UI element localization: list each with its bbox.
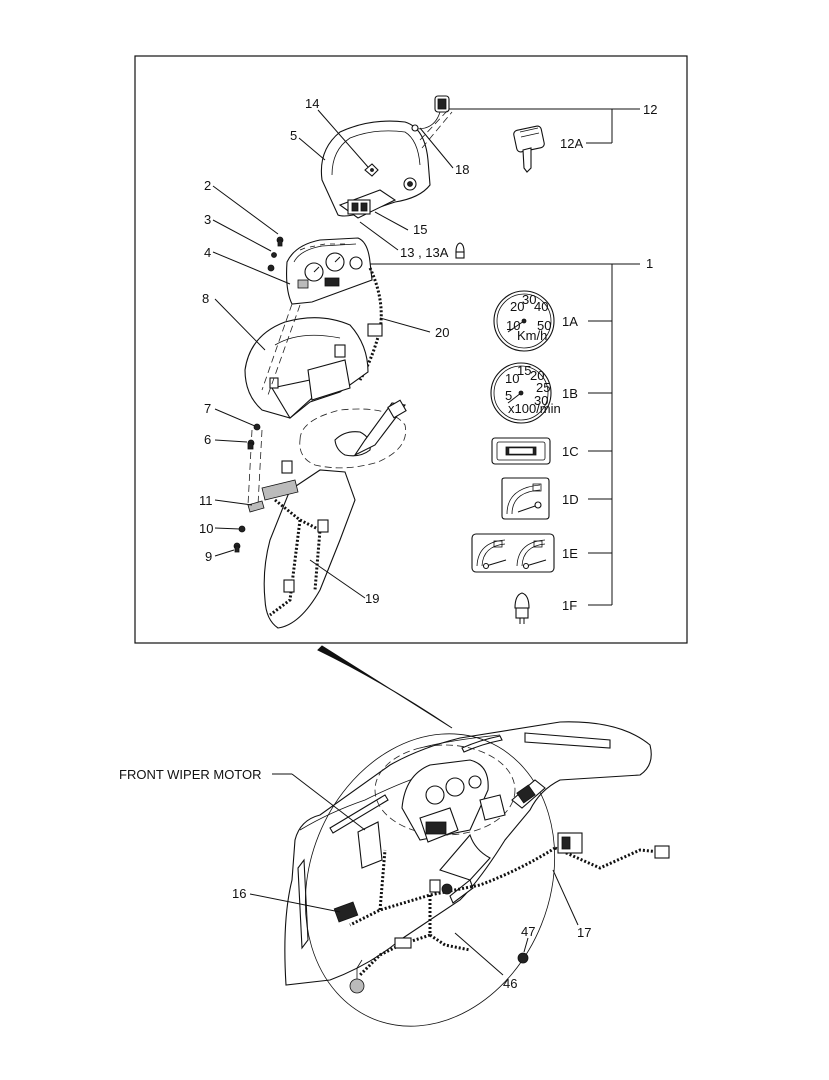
speedometer-gauge-1A: 10 20 30 40 50 Km/h xyxy=(493,290,555,352)
label-1D: 1D xyxy=(562,492,579,507)
label-13-13A: 13 , 13A xyxy=(400,245,449,260)
label-20: 20 xyxy=(435,325,449,340)
label-3: 3 xyxy=(204,212,211,227)
ignition-switch xyxy=(411,95,450,132)
connector-20 xyxy=(367,323,383,337)
label-9: 9 xyxy=(205,549,212,564)
detail-labels: 1 1A 1B 1C 1D 1E 1F 2 3 4 5 6 7 8 9 10 1… xyxy=(199,96,657,613)
steering-column xyxy=(261,399,407,629)
label-19: 19 xyxy=(365,591,379,606)
label-46: 46 xyxy=(503,976,517,991)
tacho-unit: x100/min xyxy=(508,401,561,416)
label-front-wiper-motor: FRONT WIPER MOTOR xyxy=(119,767,262,782)
speedo-tick-10: 10 xyxy=(506,318,520,333)
label-16: 16 xyxy=(232,886,246,901)
detail-pointer-arrow xyxy=(317,645,453,729)
label-10: 10 xyxy=(199,521,213,536)
label-2: 2 xyxy=(204,178,211,193)
tacho-tick-25: 25 xyxy=(536,380,550,395)
overview-labels: FRONT WIPER MOTOR 16 17 46 47 xyxy=(119,767,591,991)
label-8: 8 xyxy=(202,291,209,306)
lower-shroud xyxy=(244,317,369,419)
speedo-tick-50: 50 xyxy=(537,318,551,333)
bulb-13A xyxy=(455,242,465,259)
label-4: 4 xyxy=(204,245,211,260)
label-5: 5 xyxy=(290,128,297,143)
label-1F: 1F xyxy=(562,598,577,613)
speedo-tick-30: 30 xyxy=(522,292,536,307)
hour-meter-1C xyxy=(491,437,551,465)
label-1B: 1B xyxy=(562,386,578,401)
tacho-tick-20: 20 xyxy=(530,368,544,383)
instrument-cover xyxy=(320,120,431,219)
tacho-tick-5: 5 xyxy=(505,388,512,403)
instrument-cluster xyxy=(286,237,373,305)
label-47: 47 xyxy=(521,924,535,939)
fasteners xyxy=(233,236,284,553)
temp-gauges-1E xyxy=(471,533,555,573)
tacho-tick-10: 10 xyxy=(505,371,519,386)
leader-lines xyxy=(212,108,640,606)
label-7: 7 xyxy=(204,401,211,416)
label-15: 15 xyxy=(413,222,427,237)
label-1C: 1C xyxy=(562,444,579,459)
tacho-tick-30: 30 xyxy=(534,393,548,408)
speedo-tick-40: 40 xyxy=(534,299,548,314)
speedo-unit: Km/h xyxy=(517,328,547,343)
overview-leader-lines xyxy=(249,773,579,976)
bulb-1F xyxy=(514,592,530,624)
label-12: 12 xyxy=(643,102,657,117)
label-17: 17 xyxy=(577,925,591,940)
speedo-tick-20: 20 xyxy=(510,299,524,314)
tacho-tick-15: 15 xyxy=(517,363,531,378)
label-12A: 12A xyxy=(560,136,583,151)
label-6: 6 xyxy=(204,432,211,447)
label-11: 11 xyxy=(199,493,213,508)
label-14: 14 xyxy=(305,96,319,111)
label-1: 1 xyxy=(646,256,653,271)
label-18: 18 xyxy=(455,162,469,177)
tachometer-gauge-1B: 5 10 15 20 25 30 x100/min xyxy=(490,362,561,424)
detail-frame xyxy=(134,55,688,644)
label-1A: 1A xyxy=(562,314,578,329)
label-1E: 1E xyxy=(562,546,578,561)
ignition-key xyxy=(513,125,545,173)
fuel-gauge-1D xyxy=(501,477,550,520)
dashboard-overview xyxy=(284,721,670,1027)
